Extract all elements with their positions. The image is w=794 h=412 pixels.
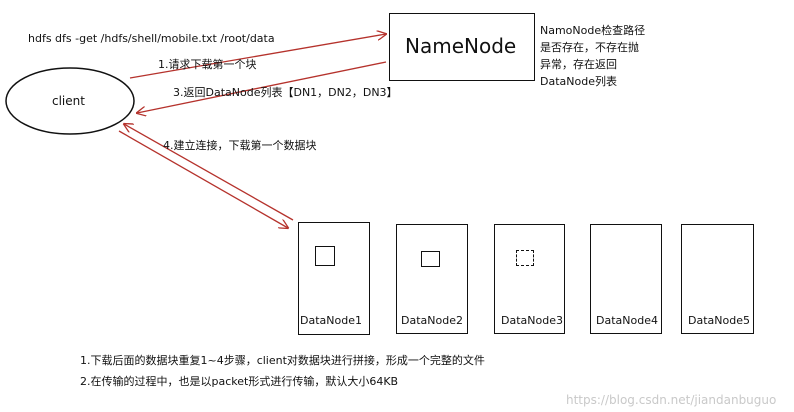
connect-arrow-b [124, 124, 294, 221]
namenode-note-line: 是否存在，不存在抛 [540, 41, 639, 54]
datanode-5: DataNode5 [681, 224, 754, 334]
datanode-label: DataNode1 [300, 314, 362, 327]
watermark: https://blog.csdn.net/jiandanbuguo [566, 393, 777, 407]
namenode-label: NameNode [405, 34, 517, 58]
step3-label: 3.返回DataNode列表【DN1，DN2，DN3】 [173, 86, 398, 99]
datanode-1: DataNode1 [298, 222, 370, 335]
datanode-label: DataNode2 [401, 314, 463, 327]
datanode-2: DataNode2 [396, 224, 468, 334]
namenode-note-line: 异常，存在返回 [540, 58, 617, 71]
step4-label: 4.建立连接，下载第一个数据块 [163, 139, 317, 152]
namenode-box: NameNode [389, 13, 535, 81]
client-node [5, 67, 135, 135]
block-icon [315, 246, 335, 266]
command-text: hdfs dfs -get /hdfs/shell/mobile.txt /ro… [28, 32, 275, 45]
note-line: 1.下载后面的数据块重复1~4步骤，client对数据块进行拼接，形成一个完整的… [80, 354, 485, 367]
block-icon [516, 250, 534, 266]
datanode-label: DataNode4 [596, 314, 658, 327]
client-label: client [52, 94, 85, 108]
datanode-4: DataNode4 [590, 224, 662, 334]
namenode-note-line: NamoNode检查路径 [540, 24, 646, 37]
step1-label: 1.请求下载第一个块 [158, 58, 257, 71]
response-arrow [137, 61, 387, 113]
datanode-label: DataNode3 [501, 314, 563, 327]
datanode-label: DataNode5 [688, 314, 750, 327]
connect-arrow-a [118, 130, 288, 228]
block-icon [421, 251, 440, 267]
datanode-3: DataNode3 [494, 224, 565, 334]
namenode-note-line: DataNode列表 [540, 75, 617, 88]
note-line: 2.在传输的过程中，也是以packet形式进行传输，默认大小64KB [80, 375, 399, 388]
namenode-note: NamoNode检查路径 是否存在，不存在抛 异常，存在返回 DataNode列… [540, 22, 645, 90]
request-arrow [129, 34, 386, 79]
